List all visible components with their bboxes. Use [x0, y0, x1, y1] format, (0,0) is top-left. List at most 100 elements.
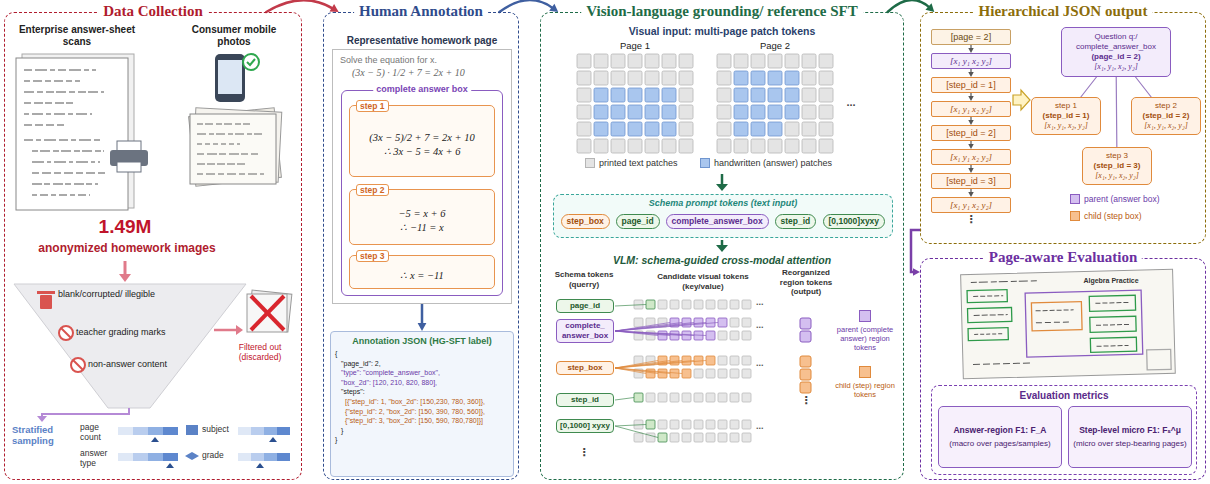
panel-title: Hierarchical JSON output — [974, 2, 1153, 21]
patch-token — [611, 139, 625, 153]
ellipsis: ... — [756, 421, 774, 432]
arrow-head — [330, 4, 339, 12]
handwriting-part — [1036, 321, 1070, 323]
patch-grid — [577, 54, 833, 153]
visual-token — [706, 433, 715, 442]
source-label: Consumer mobile photos — [176, 24, 292, 48]
handwriting-part — [974, 314, 1008, 316]
patch-token — [717, 105, 731, 119]
visual-token — [730, 420, 739, 429]
tree-node-text: step 1 — [1035, 101, 1097, 111]
visual-token — [742, 369, 751, 378]
handwriting-part — [32, 183, 98, 184]
strata-bars-part — [133, 453, 148, 461]
patch-token — [751, 139, 765, 153]
visual-token — [742, 318, 751, 327]
evaluation-photo-part-part — [1089, 295, 1135, 311]
photo-text: Algebra Practice — [1078, 277, 1144, 285]
tree-node-text: [x₁, y₁, x₂, y₂] — [1065, 62, 1167, 72]
patch-token — [717, 122, 731, 136]
legend-text: child (step) region tokens — [830, 381, 900, 399]
stage-panel: Vision-language grounding/ reference SFT… — [540, 12, 904, 480]
evaluation-photo-part-part — [1031, 302, 1082, 331]
visual-token — [694, 433, 703, 442]
visual-token — [706, 369, 715, 378]
strata-bars-part — [166, 463, 174, 468]
connector — [499, 0, 558, 12]
sampling-arrow-part — [37, 416, 47, 422]
connector — [968, 45, 974, 53]
visual-token — [682, 369, 691, 378]
math-line: ∴ 3x − 5 = 4x + 6 — [354, 145, 490, 159]
patch-token — [628, 54, 642, 68]
tree-node-text: step 2 — [1135, 101, 1197, 111]
discard-arrow-part — [236, 325, 243, 335]
patch-token — [577, 54, 591, 68]
column-header: Reorganized region tokens (output) — [776, 268, 836, 297]
phone-icon-part — [218, 60, 242, 94]
connector-line — [1116, 77, 1118, 147]
count-figure: 1.49M — [60, 216, 190, 239]
math-line: ∴ x = −11 — [354, 269, 490, 283]
ellipsis: ... — [756, 320, 774, 331]
patch-token — [662, 122, 676, 136]
patch-token — [645, 71, 659, 85]
tree-node-text: Question q:/ complete_answer_box — [1065, 32, 1167, 52]
patch-token — [662, 139, 676, 153]
filter-rule: teacher grading marks — [76, 327, 192, 338]
arrow-head — [925, 3, 934, 12]
step-box: step 3∴ x = −11 — [349, 255, 495, 289]
tree-node-text: step 3 — [1086, 151, 1148, 161]
strata-bars-part — [277, 453, 290, 461]
homework-page-text: Solve the equation for x. — [340, 54, 504, 66]
discarded-photo — [247, 290, 292, 332]
visual-token — [670, 433, 679, 442]
box-heading: Schema prompt tokens (text input) — [554, 195, 892, 209]
connector-line — [421, 304, 424, 325]
page-label: Page 2 — [717, 40, 833, 51]
count-caption: anonymized homework images — [14, 241, 240, 255]
patch-token — [785, 88, 799, 102]
connector — [968, 189, 974, 197]
patch-token — [679, 71, 693, 85]
sequence-token-text: [x₁ y₁ x₂ y₂] — [934, 151, 1008, 163]
handwriting-part — [197, 154, 258, 155]
patch-token — [802, 88, 816, 102]
visual-token — [670, 393, 679, 402]
panel-title: Vision-language grounding/ reference SFT — [581, 2, 863, 21]
schema-token-text: page_id — [622, 216, 654, 227]
step-tab: step 3 — [356, 250, 389, 262]
json-line: } — [335, 426, 509, 436]
metric-note: (micro over step-bearing pages) — [1073, 439, 1187, 449]
strata-bars-part — [256, 463, 264, 468]
section-heading: VLM: schema-guided cross-modal attention — [560, 254, 884, 267]
visual-token — [742, 300, 751, 309]
sequence-token-text: [step_id = 3] — [934, 175, 1008, 187]
patch-token — [628, 88, 642, 102]
patch-token — [768, 54, 782, 68]
homework-page-text: (3x − 5) · 1/2 + 7 = 2x + 10 — [340, 66, 504, 79]
sequence-token: [x₁ y₁ x₂ y₂] — [931, 197, 1011, 213]
patch-token — [628, 71, 642, 85]
patch-token — [751, 71, 765, 85]
patch-token — [662, 71, 676, 85]
ellipsis: ... — [840, 96, 862, 109]
handwriting-part — [32, 194, 90, 195]
ellipsis: ⋮ — [576, 446, 592, 459]
no-sign-icon-part — [71, 358, 85, 372]
panel-title: Data Collection — [98, 2, 208, 21]
patch-token — [819, 88, 833, 102]
tree-node-text: [x₁, y₁, x₂, y₂] — [1135, 121, 1197, 131]
query-token: complete_ answer_box — [556, 319, 614, 343]
mobile-photos-part — [189, 108, 282, 187]
evaluation-photo-part-part — [1090, 337, 1136, 352]
connector — [888, 0, 935, 12]
schema-token-text: step_id — [781, 216, 811, 227]
patch-token — [594, 54, 608, 68]
discard-arrow-part — [214, 329, 237, 332]
handwriting-part — [1036, 309, 1074, 311]
region-token — [800, 369, 811, 380]
mobile-photos — [189, 54, 282, 186]
patch-token — [819, 54, 833, 68]
patch-token — [679, 54, 693, 68]
